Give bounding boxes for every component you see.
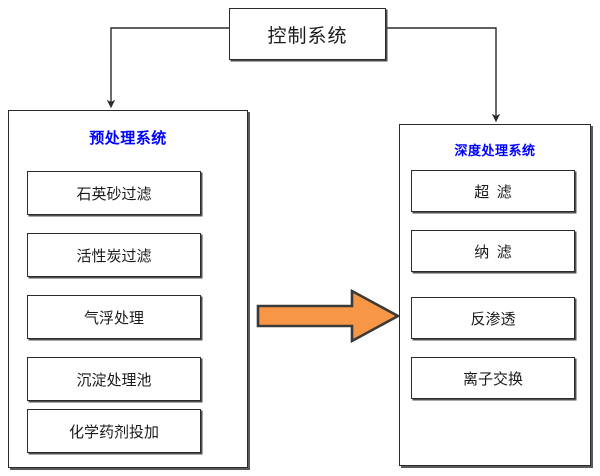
process-flow-arrow-icon (256, 288, 400, 344)
pretreatment-item-2[interactable]: 活性炭过滤 (27, 233, 201, 277)
advanced-treatment-panel-title: 深度处理系统 (454, 143, 536, 158)
connector-right (386, 27, 501, 123)
flow-arrow-shape (256, 288, 400, 344)
pretreatment-item-3-label: 气浮处理 (83, 310, 144, 327)
advanced-item-1[interactable]: 超 滤 (411, 170, 575, 212)
pretreatment-item-5-label: 化学药剂投加 (68, 424, 159, 441)
pretreatment-item-4[interactable]: 沉淀处理池 (27, 357, 201, 401)
pretreatment-item-4-label: 沉淀处理池 (76, 372, 152, 389)
advanced-item-4[interactable]: 离子交换 (411, 357, 575, 399)
pretreatment-item-2-label: 活性炭过滤 (76, 248, 152, 265)
pretreatment-item-5[interactable]: 化学药剂投加 (27, 409, 201, 453)
advanced-item-2[interactable]: 纳 滤 (411, 230, 575, 272)
connector-left (106, 27, 229, 109)
pretreatment-item-1[interactable]: 石英砂过滤 (27, 171, 201, 215)
advanced-item-4-label: 离子交换 (462, 371, 523, 388)
pretreatment-item-3[interactable]: 气浮处理 (27, 295, 201, 339)
advanced-item-2-label: 纳 滤 (474, 244, 512, 261)
advanced-item-1-label: 超 滤 (474, 184, 512, 201)
advanced-treatment-panel[interactable]: 深度处理系统 超 滤 纳 滤 反渗透 离子交换 (399, 124, 591, 466)
pretreatment-panel[interactable]: 预处理系统 石英砂过滤 活性炭过滤 气浮处理 沉淀处理池 化学药剂投加 (8, 110, 248, 468)
control-system-box[interactable]: 控制系统 (229, 8, 386, 60)
pretreatment-item-1-label: 石英砂过滤 (76, 186, 152, 203)
advanced-item-3[interactable]: 反渗透 (411, 297, 575, 339)
advanced-item-3-label: 反渗透 (470, 311, 516, 328)
pretreatment-panel-title: 预处理系统 (89, 131, 167, 147)
control-system-label: 控制系统 (267, 25, 348, 47)
